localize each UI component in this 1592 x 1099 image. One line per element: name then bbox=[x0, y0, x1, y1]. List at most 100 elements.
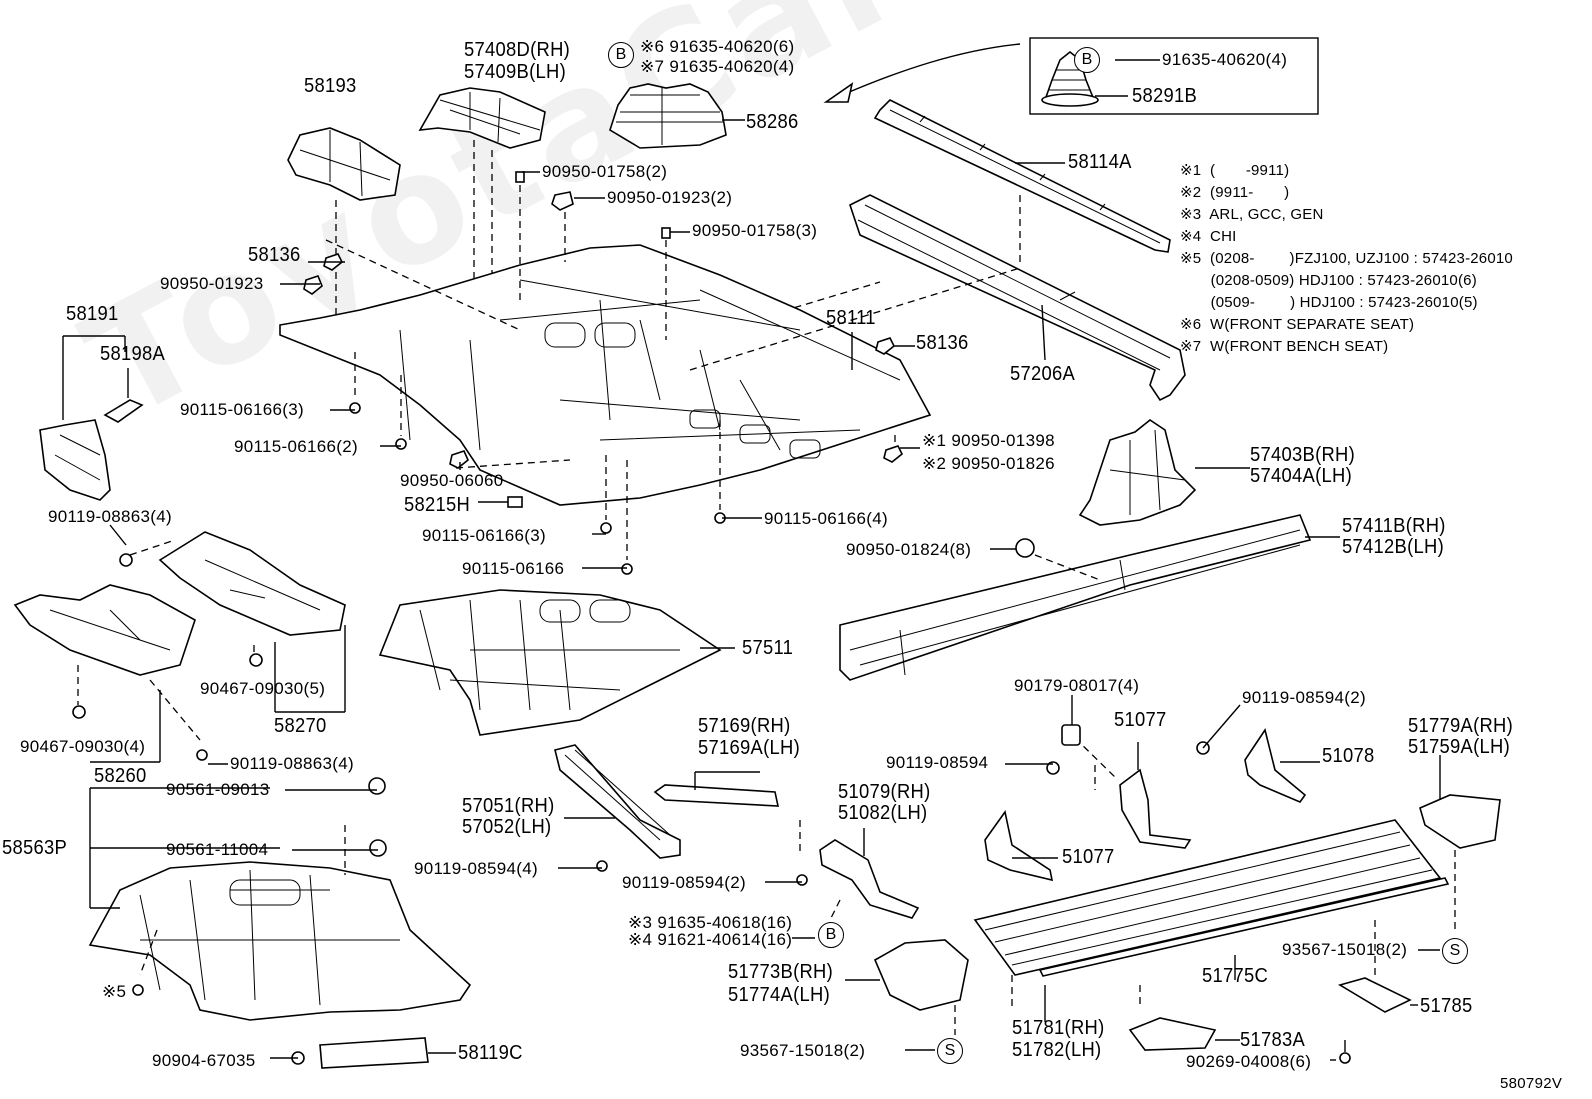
part-58198A bbox=[103, 399, 144, 423]
arrow-curve bbox=[839, 43, 1021, 97]
label-58286-note7: ※7 91635-40620(4) bbox=[640, 57, 795, 76]
label-51077-upper: 51077 bbox=[1114, 709, 1167, 731]
label-93567-15018-2b: 93567-15018(2) bbox=[740, 1041, 866, 1060]
note-2: ※2 (9911- ) bbox=[1180, 184, 1290, 201]
label-90115-06166: 90115-06166 bbox=[462, 559, 565, 578]
label-58291B: 58291B bbox=[1132, 85, 1198, 107]
label-90119-08594-4: 90119-08594(4) bbox=[414, 859, 538, 878]
label-57412B: 57412B(LH) bbox=[1342, 536, 1444, 558]
part-58270 bbox=[158, 531, 346, 636]
label-91635-40620-4: 91635-40620(4) bbox=[1162, 50, 1288, 69]
part-58260 bbox=[13, 584, 196, 676]
part-57051 bbox=[554, 744, 681, 859]
label-58191: 58191 bbox=[66, 303, 119, 325]
label-93567-15018-2a: 93567-15018(2) bbox=[1282, 940, 1408, 959]
label-51759A: 51759A(LH) bbox=[1408, 736, 1510, 758]
part-57403B bbox=[1078, 419, 1197, 526]
leader-lines bbox=[109, 171, 1440, 1061]
label-90115-06166-2: 90115-06166(2) bbox=[234, 437, 358, 456]
label-90950-01923-2: 90950-01923(2) bbox=[607, 188, 733, 207]
note-4: ※4 CHI bbox=[1180, 228, 1237, 245]
label-90950-06060: 90950-06060 bbox=[400, 471, 504, 490]
label-90269-04008-6: 90269-04008(6) bbox=[1186, 1052, 1312, 1071]
part-51077-upper bbox=[1119, 768, 1192, 849]
part-57169 bbox=[653, 784, 780, 807]
label-57169A: 57169A(LH) bbox=[698, 737, 800, 759]
label-90950-01824-8: 90950-01824(8) bbox=[846, 540, 972, 559]
label-90115-06166-3a: 90115-06166(3) bbox=[180, 400, 304, 419]
label-58119C: 58119C bbox=[458, 1042, 523, 1064]
ref-s-circle-93567b: S bbox=[937, 1038, 963, 1064]
label-58563P: 58563P bbox=[2, 837, 68, 859]
part-51077-lower bbox=[984, 810, 1054, 882]
label-58260: 58260 bbox=[94, 765, 147, 787]
note-3: ※3 ARL, GCC, GEN bbox=[1180, 206, 1324, 223]
label-90115-06166-3b: 90115-06166(3) bbox=[422, 526, 546, 545]
part-58193 bbox=[287, 127, 401, 201]
label-58286: 58286 bbox=[746, 111, 799, 133]
label-58136-right: 58136 bbox=[916, 332, 969, 354]
ref-b-circle-91635: B bbox=[818, 922, 844, 948]
label-91621-40614: ※4 91621-40614(16) bbox=[628, 930, 793, 949]
label-90904-67035: 90904-67035 bbox=[152, 1051, 256, 1070]
label-51781: 51781(RH) bbox=[1012, 1017, 1105, 1039]
label-90561-11004: 90561-11004 bbox=[166, 840, 269, 859]
part-57411B bbox=[839, 514, 1312, 681]
label-51775C: 51775C bbox=[1202, 965, 1269, 987]
ref-b-circle-inset: B bbox=[1074, 47, 1100, 73]
note-5a: ※5 (0208- )FZJ100, UZJ100 : 57423-26010 bbox=[1180, 250, 1513, 267]
label-57511: 57511 bbox=[742, 637, 794, 659]
label-57403B: 57403B(RH) bbox=[1250, 444, 1356, 466]
label-90950-01758-2: 90950-01758(2) bbox=[542, 162, 668, 181]
label-51774A: 51774A(LH) bbox=[728, 984, 830, 1006]
note-1: ※1 ( -9911) bbox=[1180, 162, 1290, 179]
note-6: ※6 W(FRONT SEPARATE SEAT) bbox=[1180, 316, 1415, 333]
label-90561-09013: 90561-09013 bbox=[166, 780, 270, 799]
part-58563P bbox=[88, 861, 472, 1021]
label-90115-06166-4: 90115-06166(4) bbox=[764, 509, 888, 528]
label-90467-09030-5: 90467-09030(5) bbox=[200, 679, 326, 698]
label-51079: 51079(RH) bbox=[838, 781, 931, 803]
label-57411B: 57411B(RH) bbox=[1342, 515, 1446, 537]
label-51782: 51782(LH) bbox=[1012, 1039, 1102, 1061]
label-57052: 57052(LH) bbox=[462, 816, 552, 838]
part-58191 bbox=[39, 419, 111, 501]
part-51775C bbox=[973, 819, 1442, 976]
label-51082: 51082(LH) bbox=[838, 802, 928, 824]
label-90119-08863-4b: 90119-08863(4) bbox=[230, 754, 354, 773]
part-57206A bbox=[849, 194, 1186, 402]
label-57404A: 57404A(LH) bbox=[1250, 465, 1352, 487]
label-90119-08594: 90119-08594 bbox=[886, 753, 989, 772]
label-51078: 51078 bbox=[1322, 745, 1375, 767]
label-note5: ※5 bbox=[102, 982, 127, 1001]
label-90119-08594-2b: 90119-08594(2) bbox=[622, 873, 746, 892]
part-51079 bbox=[819, 839, 920, 919]
label-58215H: 58215H bbox=[404, 494, 471, 516]
label-58114A: 58114A bbox=[1068, 151, 1132, 173]
label-51785: 51785 bbox=[1420, 995, 1473, 1017]
label-51779A: 51779A(RH) bbox=[1408, 715, 1514, 737]
label-90950-01398: ※1 90950-01398 bbox=[922, 431, 1055, 450]
part-51773B bbox=[873, 939, 969, 1011]
label-90950-01758-3: 90950-01758(3) bbox=[692, 221, 818, 240]
part-58119C bbox=[319, 1037, 429, 1069]
part-51779A bbox=[1419, 794, 1501, 849]
part-51783A bbox=[1128, 1017, 1217, 1051]
part-58286 bbox=[609, 83, 727, 149]
part-57408D bbox=[418, 87, 546, 149]
label-58136-left: 58136 bbox=[248, 244, 301, 266]
label-58198A: 58198A bbox=[100, 343, 166, 365]
label-58193: 58193 bbox=[304, 75, 357, 97]
part-58111 bbox=[279, 244, 932, 506]
part-57511 bbox=[378, 589, 722, 736]
diagram-code: 580792V bbox=[1500, 1075, 1563, 1092]
label-58286-note6: ※6 91635-40620(6) bbox=[640, 37, 795, 56]
part-51785 bbox=[1337, 977, 1412, 1013]
label-91635-40618: ※3 91635-40618(16) bbox=[628, 913, 793, 932]
label-57169: 57169(RH) bbox=[698, 715, 791, 737]
inset-box bbox=[1029, 37, 1319, 115]
label-58111: 58111 bbox=[826, 307, 876, 329]
label-51077-lower: 51077 bbox=[1062, 846, 1115, 868]
label-90119-08863-4a: 90119-08863(4) bbox=[48, 507, 172, 526]
